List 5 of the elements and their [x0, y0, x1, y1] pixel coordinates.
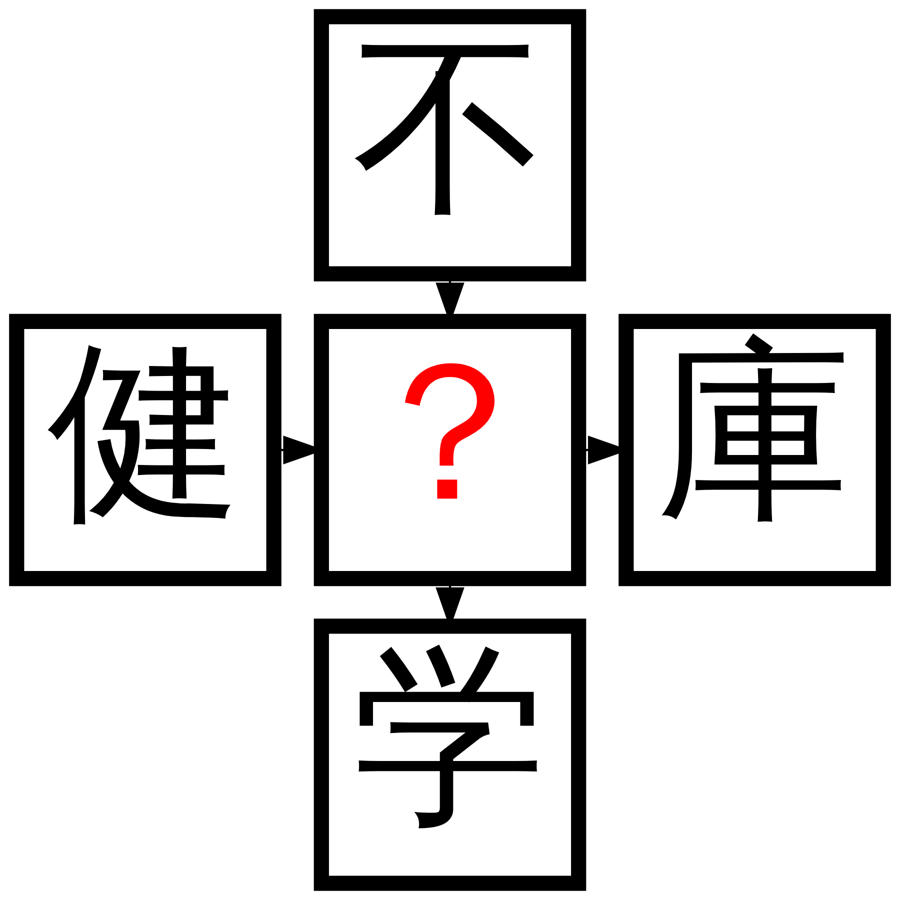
- node-box: 健: [9, 314, 282, 586]
- node-box: ？: [314, 314, 586, 586]
- node-box: 不: [314, 9, 586, 282]
- node-box: 学: [314, 618, 586, 891]
- node-box: 庫: [618, 314, 891, 586]
